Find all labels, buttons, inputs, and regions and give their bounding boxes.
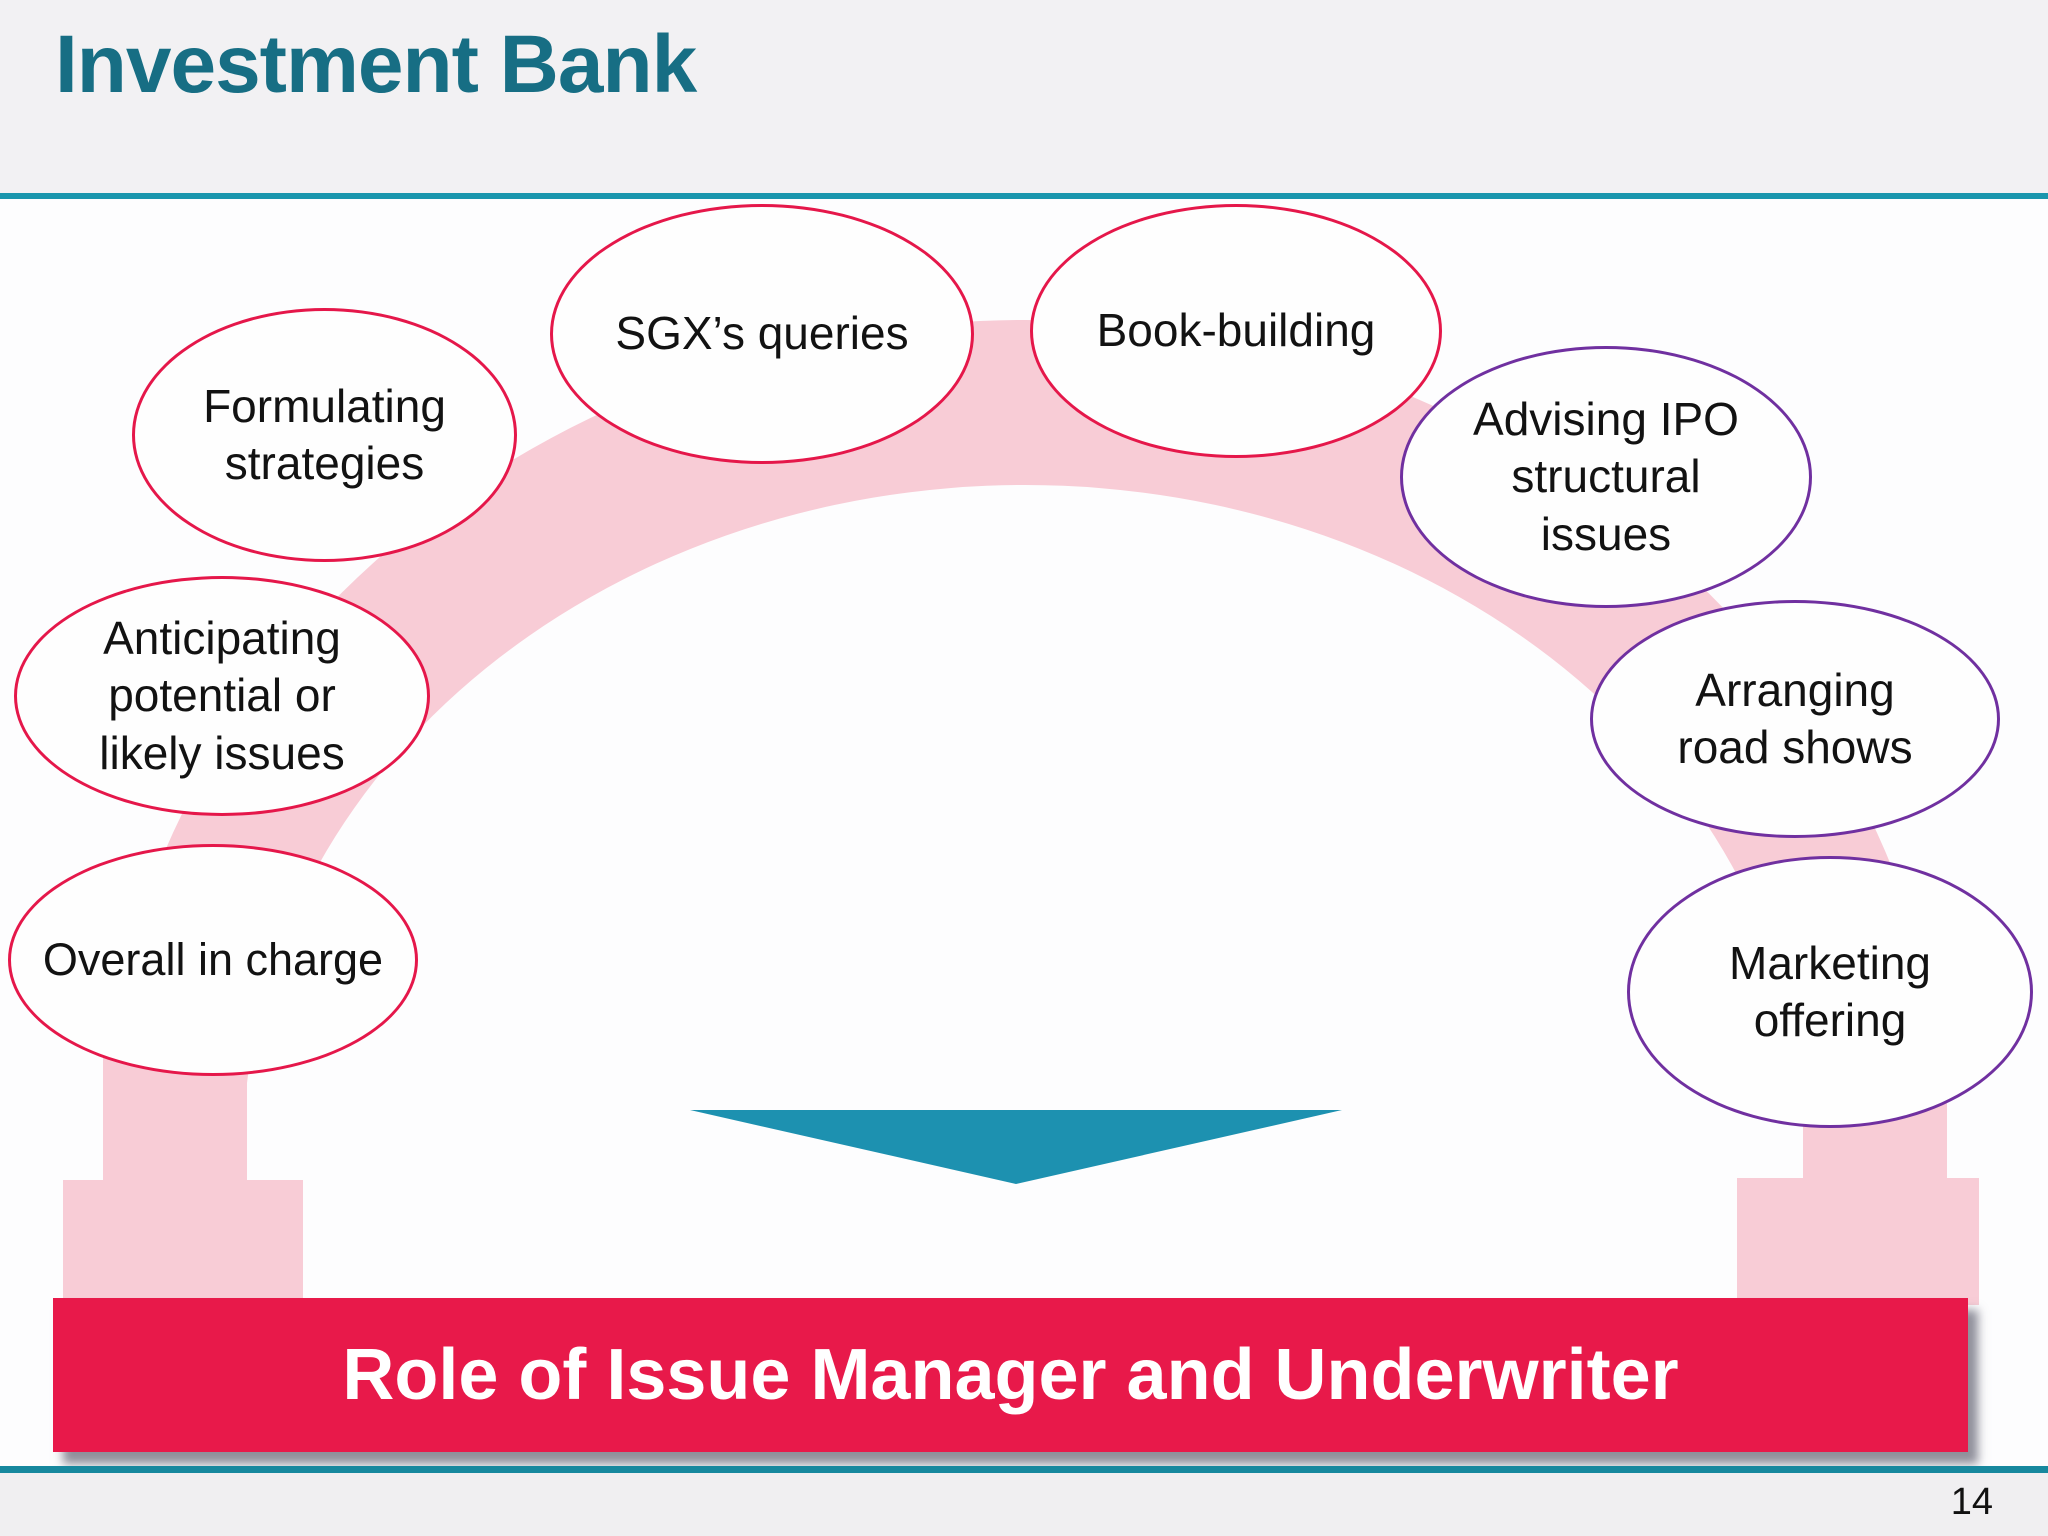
top-divider-line [0, 193, 2048, 199]
node-anticipating-potential-issues: Anticipating potential or likely issues [14, 576, 430, 816]
page-number: 14 [1950, 1481, 1993, 1523]
role-banner-label: Role of Issue Manager and Underwriter [342, 1335, 1679, 1415]
node-formulating-strategies: Formulating strategies [132, 308, 517, 562]
bottom-divider-line [0, 1466, 2048, 1473]
node-overall-in-charge: Overall in charge [8, 844, 418, 1076]
node-advising-ipo-structural-issues: Advising IPO structural issues [1400, 346, 1812, 608]
header-strip [0, 0, 2048, 193]
footer-strip: 14 [0, 1473, 2048, 1536]
arch-left-pedestal [63, 1180, 303, 1305]
role-banner: Role of Issue Manager and Underwriter [53, 1298, 1968, 1452]
down-arrow-icon [690, 1110, 1342, 1184]
node-arranging-road-shows: Arranging road shows [1590, 600, 2000, 838]
arch-right-pedestal [1737, 1178, 1979, 1305]
node-marketing-offering: Marketing offering [1627, 856, 2033, 1128]
node-sgx-queries: SGX’s queries [550, 204, 974, 464]
slide-title: Investment Bank [55, 19, 697, 110]
node-book-building: Book-building [1030, 204, 1442, 458]
